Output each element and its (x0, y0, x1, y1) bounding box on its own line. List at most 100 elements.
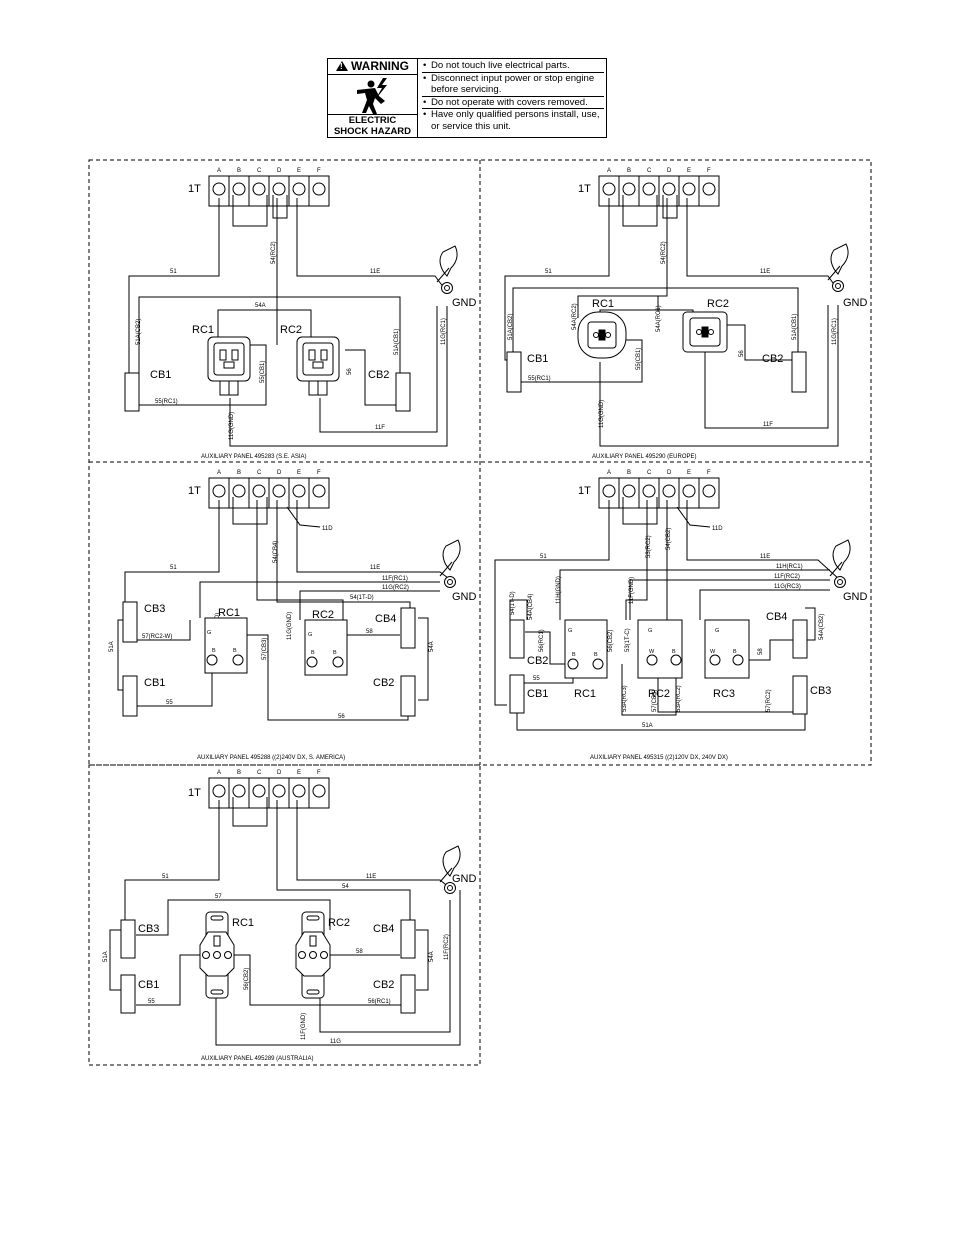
warning-title: WARNING (351, 59, 409, 73)
terminal-label: F (707, 168, 711, 174)
component-label: RC1 (218, 607, 240, 619)
wire-label: 51 (540, 554, 547, 560)
wire-label: 11G(RC1) (832, 318, 838, 345)
component-label: CB1 (527, 688, 548, 700)
component-label: RC2 (328, 917, 350, 929)
terminal-label: F (707, 470, 711, 476)
component-label: CB2 (373, 677, 394, 689)
wire-label: 56 (347, 368, 353, 375)
terminal-label: A (217, 168, 221, 174)
panel-europe: A B C D E F 1T 51 54(RC2) 11E 54A(RC2) 5… (504, 168, 868, 460)
warning-header: WARNING (328, 59, 417, 75)
terminal-label: A (217, 470, 221, 476)
terminal-label: F (317, 470, 321, 476)
breaker-cb4 (400, 607, 416, 649)
terminal-label: F (317, 770, 321, 776)
breaker-cb4 (400, 919, 416, 959)
wire-label: 55(CB1) (636, 348, 642, 370)
wire-label: 11F(GND) (301, 1013, 307, 1040)
receptacle-rc3: G W B (704, 619, 750, 679)
wire-label: 11H(GND) (556, 576, 562, 604)
wire-label: 51A(CB1) (792, 314, 798, 340)
wire-label: 51 (170, 269, 177, 275)
wire-label: 11G(GND) (287, 612, 293, 640)
wire-label: 57(CB3) (652, 690, 658, 712)
breaker-cb2 (395, 372, 411, 412)
wire-label: 51A(CB1) (394, 329, 400, 355)
wire-label: 11F (375, 425, 385, 431)
component-label: CB2 (527, 655, 548, 667)
terminal-label: E (687, 168, 691, 174)
wire-label: 11D (712, 526, 723, 532)
wire-label: 54(RC2) (661, 241, 667, 264)
electric-shock-icon (357, 78, 387, 114)
svg-text:B: B (333, 650, 337, 656)
wire-label: 54A(CB4) (528, 594, 534, 620)
component-label: CB2 (373, 979, 394, 991)
hazard-text: ELECTRIC SHOCK HAZARD (328, 114, 417, 137)
terminal-label: D (277, 770, 282, 776)
wire-label: 56(CB2) (608, 630, 614, 652)
component-label: CB2 (762, 353, 783, 365)
terminal-label: E (297, 770, 301, 776)
receptacle-rc1: G B B (204, 617, 248, 674)
svg-text:G: G (207, 630, 211, 636)
wire-label: 54A (429, 951, 435, 962)
receptacle-rc1 (577, 311, 627, 359)
wire-label: 11F(RC1) (382, 576, 408, 582)
component-label: CB2 (368, 369, 389, 381)
terminal-label: C (257, 168, 262, 174)
component-label: RC1 (232, 917, 254, 929)
wire-label: 58 (758, 648, 764, 655)
component-label: RC1 (192, 324, 214, 336)
wire-label: 11G(RC2) (382, 585, 409, 591)
warning-symbol-area: WARNING ELECTRIC SHOCK HAZARD (328, 59, 418, 137)
wire-label: 54 (342, 884, 349, 890)
svg-text:B: B (233, 648, 237, 654)
wire-label: 55(CB1) (260, 361, 266, 383)
terminal-label: B (237, 470, 241, 476)
wire-label: 11F (763, 422, 773, 428)
svg-text:B: B (672, 649, 676, 655)
receptacle-rc2 (295, 911, 331, 999)
ground-icon (827, 243, 849, 292)
gnd-label: GND (843, 297, 868, 309)
receptacle-rc1 (199, 911, 235, 999)
wire-label: 58 (366, 629, 373, 635)
wire-label: 11H(RC1) (776, 564, 803, 570)
wire-label: 55 (166, 700, 173, 706)
wire-label: 11E (760, 554, 770, 560)
wire-label: 53A(RC2) (676, 685, 682, 712)
component-label: CB4 (766, 611, 787, 623)
svg-text:G: G (308, 632, 312, 638)
wire-label: 11G(RC3) (774, 584, 801, 590)
svg-text:B: B (572, 652, 576, 658)
wire-label: 11F(RC2) (774, 574, 800, 580)
breaker-cb2 (400, 675, 416, 717)
terminal-label: B (627, 168, 631, 174)
terminal-label: D (667, 168, 672, 174)
breaker-cb1 (122, 675, 138, 717)
receptacle-rc2 (682, 311, 728, 353)
wire-label: 51A (103, 951, 109, 962)
wire-label: 58 (356, 949, 363, 955)
panel-caption: AUXILIARY PANEL 495289 (AUSTRALIA) (201, 1056, 314, 1062)
svg-text:B: B (733, 649, 737, 655)
wire-label: 11D (322, 526, 333, 532)
component-label: CB3 (810, 685, 831, 697)
terminal-block-label: 1T (188, 787, 201, 799)
svg-text:W: W (649, 649, 655, 655)
wire-label: 53(1T-C) (625, 628, 631, 652)
ground-icon (436, 245, 458, 294)
terminal-letters: A B C D E F (217, 770, 321, 776)
breaker-cb4 (792, 619, 808, 659)
wire-label: 51 (545, 269, 552, 275)
breaker-cb3 (792, 675, 808, 715)
panel-s-america: A B C D E F 1T 11D 51 54(CB4) 11E 11F(RC… (109, 470, 477, 761)
component-label: CB3 (144, 603, 165, 615)
wire-label: 54A(RC2) (572, 303, 578, 330)
component-label: RC2 (648, 688, 670, 700)
terminal-block-label: 1T (578, 183, 591, 195)
terminal-label: C (647, 470, 652, 476)
